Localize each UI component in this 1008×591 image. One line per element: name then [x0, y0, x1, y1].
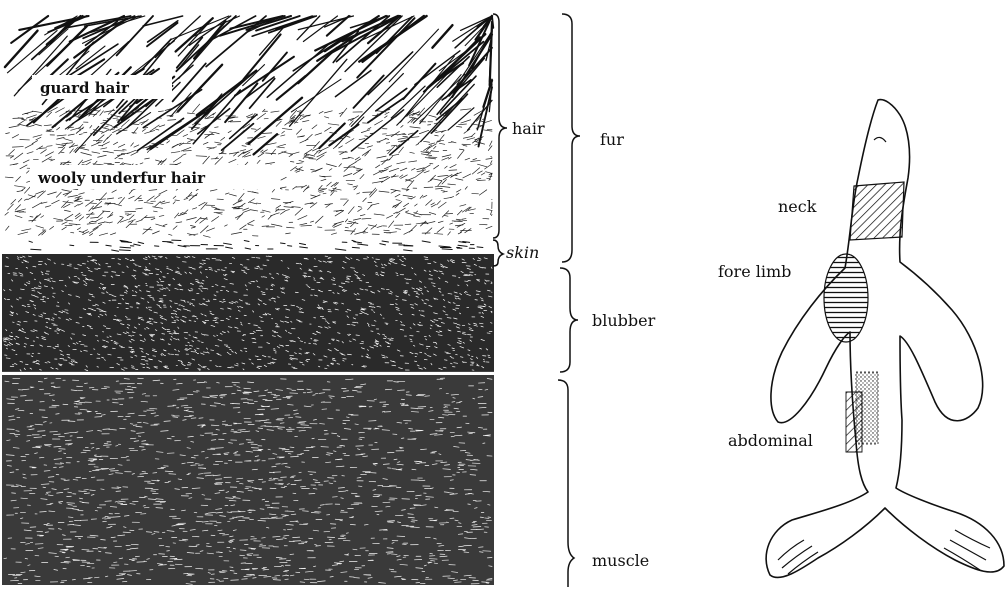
abdominal-label: abdominal	[728, 431, 813, 450]
blubber-label: blubber	[592, 311, 656, 330]
underfur-label: wooly underfur hair	[37, 169, 206, 187]
otter-body-outline	[766, 100, 1004, 578]
skin-label: skin	[506, 243, 539, 262]
fore-limb-region	[824, 254, 868, 342]
fur-label: fur	[600, 130, 624, 149]
blubber-layer	[2, 254, 494, 372]
muscle-label: muscle	[592, 551, 649, 570]
hair-layer	[2, 20, 494, 242]
blubber-brace	[560, 268, 578, 372]
muscle-brace	[558, 380, 574, 587]
skin-brace	[493, 240, 503, 266]
guard-hair-label: guard hair	[40, 79, 130, 97]
fur-brace	[562, 14, 580, 262]
fore-limb-label: fore limb	[718, 262, 791, 281]
cross-section-panel: guard hair wooly underfur hair	[2, 16, 494, 585]
hair-label: hair	[512, 119, 545, 138]
layer-braces	[493, 14, 580, 587]
neck-label: neck	[778, 197, 817, 216]
hair-brace	[493, 14, 507, 238]
skin-layer	[2, 240, 494, 254]
neck-region	[850, 182, 904, 240]
otter-body-diagram	[766, 100, 1004, 578]
abdominal-hatched-region	[846, 392, 862, 452]
